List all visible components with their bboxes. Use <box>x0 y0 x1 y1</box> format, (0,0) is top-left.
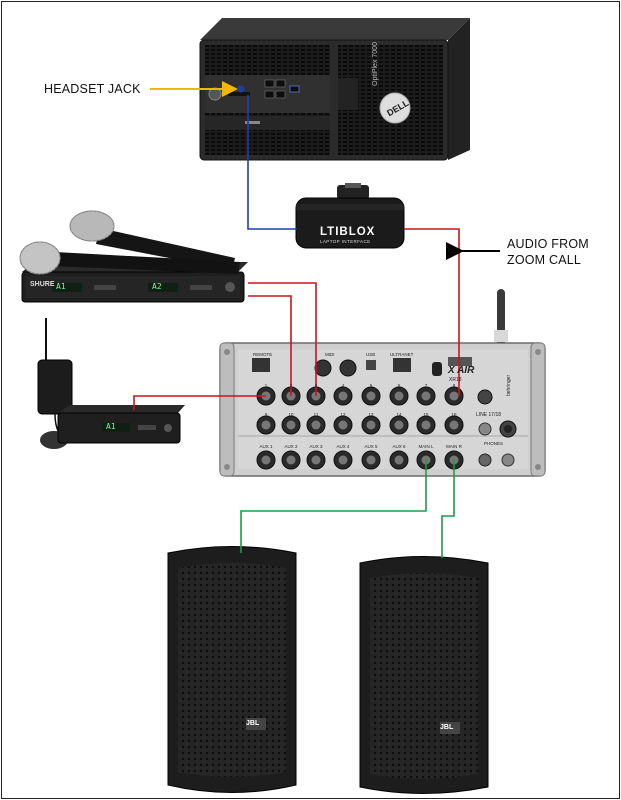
handheld-mic-1 <box>69 210 235 270</box>
jack-label: 5 <box>369 383 373 388</box>
speaker-right <box>359 556 489 794</box>
speaker-right-cable <box>441 460 455 558</box>
jack-label: AUX 1 <box>259 444 273 449</box>
input-row-1 <box>256 386 464 406</box>
receiver-brand: SHURE <box>30 281 55 288</box>
mixer-model: X AIR <box>448 365 475 376</box>
jack-socket <box>366 391 376 401</box>
jack-socket <box>338 455 348 465</box>
jack-socket <box>286 420 296 430</box>
phones-label: PHONES <box>484 441 504 446</box>
pc-model-label: OptiPlex 7000 <box>372 42 379 86</box>
lav-receiver-display: A1 <box>106 422 116 431</box>
jack-label: 4 <box>341 383 345 388</box>
jack-label: 10 <box>288 412 294 417</box>
jack-socket <box>449 391 459 401</box>
ultranet-label: ULTRANET <box>390 352 414 357</box>
jack-socket <box>286 455 296 465</box>
jack-label: AUX 6 <box>392 444 406 449</box>
remote-label: REMOTE <box>253 352 273 357</box>
jack-label: 11 <box>313 412 319 417</box>
jack-socket <box>338 420 348 430</box>
jack-label: AUX 5 <box>364 444 378 449</box>
usb-cable <box>247 95 297 230</box>
jack-label: AUX 4 <box>336 444 350 449</box>
jack-label: 12 <box>340 412 346 417</box>
lav-receiver-cable <box>133 395 266 410</box>
mixer-brand: behringer <box>506 374 512 396</box>
jack-label: 6 <box>397 383 401 388</box>
ltiblox-interface <box>295 183 405 249</box>
jack-label: MAIN R <box>446 444 462 449</box>
input-row-2 <box>256 415 464 435</box>
jack-socket <box>421 391 431 401</box>
jack-label: AUX 3 <box>309 444 323 449</box>
line-jack-2 <box>501 453 515 467</box>
jack-socket <box>421 420 431 430</box>
midi-label: MIDI <box>325 352 335 357</box>
jack-socket <box>394 455 404 465</box>
jack-label: 7 <box>424 383 428 388</box>
jack-label: 14 <box>396 412 402 417</box>
audio-from-label: AUDIO FROM <box>507 237 589 251</box>
jack-label: 8 <box>452 383 456 388</box>
mixer-sub: XR18 <box>449 377 462 383</box>
jack-socket <box>261 455 271 465</box>
lav-receiver <box>57 405 185 444</box>
receiver-ch1-cable <box>248 282 317 396</box>
headset-jack-icon <box>237 85 245 93</box>
receiver-ch2-cable <box>248 295 292 396</box>
speaker-left-cable <box>240 460 427 553</box>
jack-label: 15 <box>423 412 429 417</box>
jack-label: 3 <box>314 383 318 388</box>
jack-socket <box>394 391 404 401</box>
jack-socket <box>449 420 459 430</box>
speaker-right-logo: JBL <box>440 724 454 731</box>
jack-socket <box>311 455 321 465</box>
digital-mixer <box>219 342 546 477</box>
jack-label: 2 <box>289 383 293 388</box>
interface-name: LTIBLOX <box>320 226 376 238</box>
handheld-mic-2 <box>19 241 240 275</box>
jack-label: AUX 2 <box>284 444 298 449</box>
jack-socket <box>311 420 321 430</box>
jack-label: 1 <box>264 383 268 388</box>
jack-socket <box>366 420 376 430</box>
receiver-ch2-display: A2 <box>152 282 162 291</box>
jack-label: MAIN L <box>418 444 434 449</box>
speaker-left-logo: JBL <box>246 720 260 727</box>
line-input-label: LINE 17/18 <box>476 412 502 418</box>
jack-socket <box>261 420 271 430</box>
jack-label: 9 <box>264 412 268 417</box>
jack-label: 13 <box>368 412 374 417</box>
line-jack-1 <box>478 422 492 436</box>
usb-label: USB <box>366 352 376 357</box>
headset-jack-label: HEADSET JACK <box>44 82 141 96</box>
jack-label: 16 <box>451 412 457 417</box>
jack-socket <box>366 455 376 465</box>
speaker-left <box>167 546 297 793</box>
zoom-call-label: ZOOM CALL <box>507 253 582 267</box>
jack-socket <box>394 420 404 430</box>
jack-socket <box>338 391 348 401</box>
receiver-ch1-display: A1 <box>56 282 66 291</box>
phones-jack <box>478 453 492 467</box>
interface-subtitle: LAPTOP INTERFACE <box>320 239 371 244</box>
interface-to-mixer-cable <box>404 228 460 396</box>
